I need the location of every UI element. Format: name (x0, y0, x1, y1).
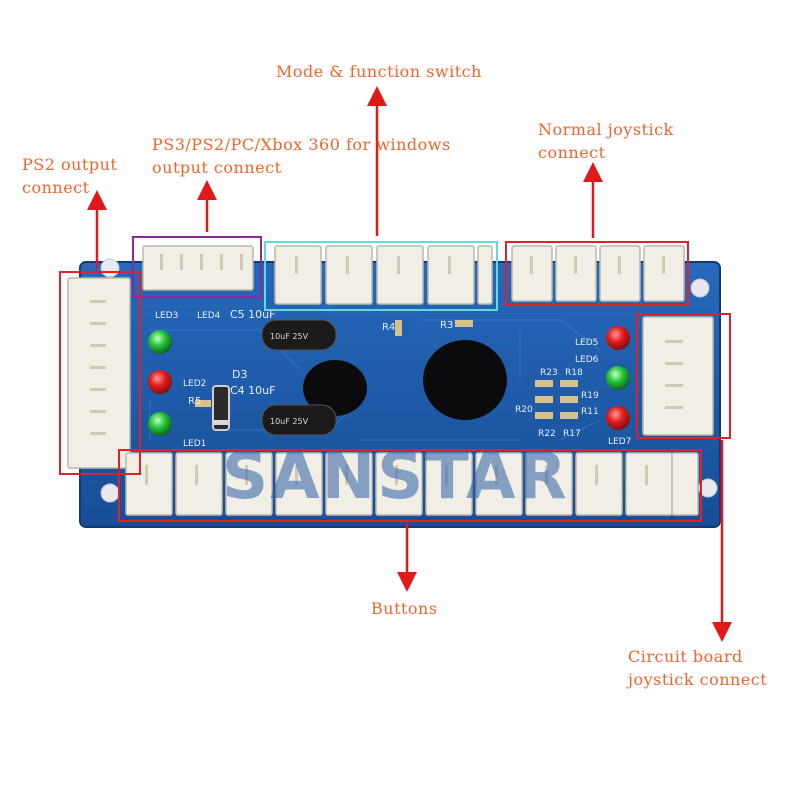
button-connector (375, 452, 423, 516)
chip-blob-right (423, 340, 507, 420)
button-connector (275, 452, 323, 516)
silk-r19: R19 (581, 391, 599, 401)
button-connector (625, 452, 673, 516)
silk-led1: LED1 (183, 439, 206, 449)
mode-connector-2 (325, 245, 373, 305)
led3-green (148, 330, 172, 354)
led7-red (606, 406, 630, 430)
mode-connector-3 (376, 245, 424, 305)
connectors (67, 245, 714, 516)
silk-led6: LED6 (575, 355, 599, 365)
cap-b-label: 10uF 25V (270, 417, 309, 426)
label-mode-switch: Mode & function switch (276, 62, 482, 81)
label-buttons: Buttons (371, 599, 438, 618)
silkscreen-labels: LED3 LED4 C5 10uF LED2 D3 C4 10uF R5 LED… (155, 308, 631, 449)
ps2-output-box (59, 271, 141, 475)
led2-red (148, 370, 172, 394)
ps2-output-connector (67, 277, 131, 469)
button-connector (325, 452, 373, 516)
capacitor-c4 (261, 404, 337, 436)
highlight-boxes (59, 236, 731, 522)
button-connector (225, 452, 273, 516)
mode-switch-box (264, 241, 498, 311)
led-group-left (148, 330, 172, 436)
silk-r22: R22 (538, 429, 556, 439)
silk-led5: LED5 (575, 338, 598, 348)
button-connector (575, 452, 623, 516)
mounting-hole (698, 478, 718, 498)
silk-led3: LED3 (155, 311, 178, 321)
label-ps3-output: PS3/PS2/PC/Xbox 360 for windows output c… (152, 135, 451, 177)
button-connector (175, 452, 223, 516)
silk-r5: R5 (188, 396, 201, 407)
silk-d3: D3 (232, 368, 247, 381)
buttons-box (118, 449, 702, 522)
chip-blob-left (303, 360, 367, 416)
connector-pins (90, 254, 683, 485)
circuit-board-box (636, 313, 731, 439)
silk-c5: C5 10uF (230, 308, 275, 321)
silk-led7: LED7 (608, 437, 631, 447)
button-connector (475, 452, 523, 516)
silk-r4: R4 (382, 322, 395, 333)
brand-watermark: SANSTAR (222, 440, 569, 514)
led-group-right (606, 326, 630, 430)
led6-green (606, 366, 630, 390)
silk-r11: R11 (581, 407, 599, 417)
mode-connector-4 (427, 245, 475, 305)
mounting-hole (100, 483, 120, 503)
arrows (87, 86, 732, 642)
cap-a-label: 10uF 25V (270, 332, 309, 341)
circuit-board-joystick-connector (642, 316, 714, 436)
ps3-output-box (132, 236, 262, 298)
mounting-hole (690, 278, 710, 298)
resistor-array (195, 320, 578, 419)
label-normal-joystick: Normal joystick connect (538, 120, 674, 162)
mounting-hole (100, 258, 120, 278)
mode-connector-1 (274, 245, 322, 305)
silk-r18: R18 (565, 368, 583, 378)
silk-r17: R17 (563, 429, 581, 439)
silk-led2: LED2 (183, 379, 206, 389)
label-circuit-board: Circuit board joystick connect (628, 647, 768, 689)
silk-r3: R3 (440, 320, 453, 331)
label-ps2-output: PS2 output connect (22, 155, 118, 197)
led5-red (606, 326, 630, 350)
capacitor-c5 (261, 319, 337, 351)
button-connector (525, 452, 573, 516)
silk-r20: R20 (515, 405, 533, 415)
silk-r23: R23 (540, 368, 558, 378)
normal-joystick-box (505, 241, 689, 306)
silk-c4: C4 10uF (230, 384, 275, 397)
silk-led4: LED4 (197, 311, 221, 321)
button-connector (425, 452, 473, 516)
led1-green (148, 412, 172, 436)
ps3-output-connector (142, 245, 254, 291)
diode-d3 (212, 385, 230, 431)
button-connector (125, 452, 173, 516)
